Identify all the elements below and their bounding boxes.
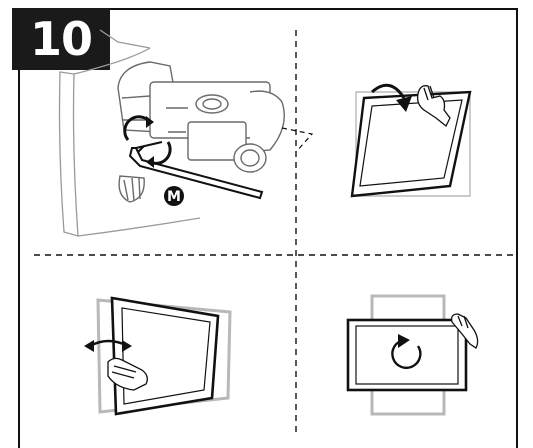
monitor-back <box>58 29 201 237</box>
marker-m-label: M <box>167 189 181 205</box>
instruction-frame <box>18 8 518 448</box>
rotate-arrows-icon <box>123 115 172 168</box>
knob-icon <box>118 175 145 203</box>
monitor-landscape <box>346 318 468 392</box>
callout-connector <box>281 127 314 153</box>
hand-icon <box>107 357 148 391</box>
panel-tilt <box>350 83 472 198</box>
hand-icon <box>416 85 451 128</box>
marker-m-icon: M <box>164 186 184 206</box>
monitor-ghost-outline <box>96 298 232 414</box>
step-number: 10 <box>29 12 93 66</box>
hand-icon <box>450 313 479 349</box>
step-number-badge: 10 <box>12 8 110 70</box>
arm-mechanism <box>117 61 285 173</box>
hex-wrench <box>128 141 264 200</box>
panel-pivot <box>346 294 479 416</box>
tilt-arrow-icon <box>371 83 412 112</box>
instruction-illustration: M <box>34 29 518 436</box>
panel-dividers <box>34 30 518 436</box>
panel-swivel <box>84 296 232 416</box>
swivel-arrow-icon <box>84 339 132 352</box>
panel-tension-adjust: M <box>58 29 285 237</box>
rotate-arrow-icon <box>391 334 422 369</box>
